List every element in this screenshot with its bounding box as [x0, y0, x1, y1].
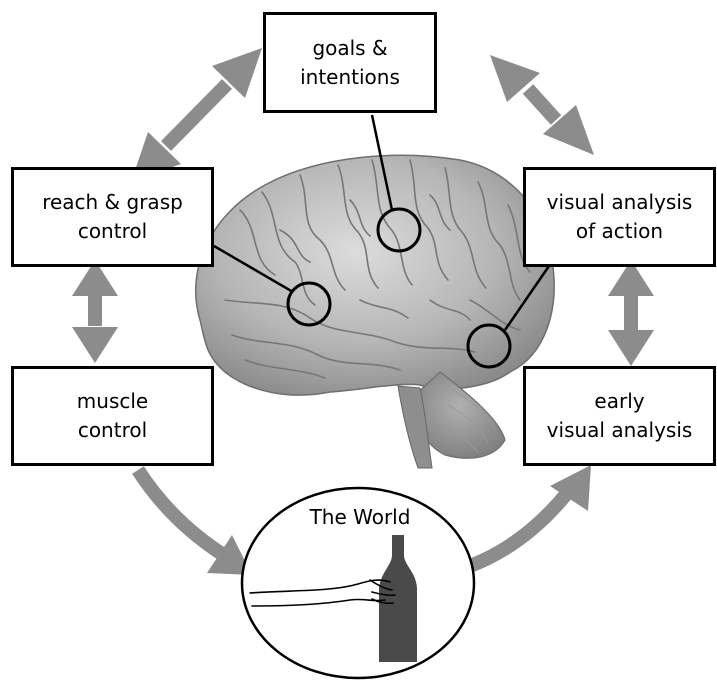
brain-illustration [195, 154, 555, 469]
early-box-line2: visual analysis [546, 418, 693, 442]
early-visual-analysis-box: early visual analysis [523, 366, 716, 466]
reach-box-line1: reach & grasp [42, 190, 183, 214]
early-box-line1: early [594, 389, 645, 413]
arrow-visual-early [608, 260, 654, 366]
region-marker-reach [213, 244, 332, 327]
arrow-goals-visual [490, 55, 594, 155]
region-marker-visual-action [466, 265, 551, 369]
goals-box-line2: intentions [300, 64, 400, 89]
muscle-box-line1: muscle [76, 389, 149, 413]
arrow-world-early [467, 465, 591, 573]
goals-box-line1: goals & [312, 35, 388, 60]
visual-action-line1: visual analysis [546, 190, 693, 214]
visual-analysis-action-box: visual analysis of action [523, 167, 716, 267]
reach-box-line2: control [77, 219, 148, 243]
muscle-control-box: muscle control [11, 366, 214, 466]
arrow-muscle-world [132, 466, 252, 575]
bottle-icon [379, 535, 417, 662]
goals-intentions-box: goals & intentions [263, 12, 437, 113]
hand-arm-icon [249, 579, 396, 607]
muscle-box-line2: control [77, 418, 148, 442]
reach-grasp-box: reach & grasp control [11, 167, 214, 267]
world-label: The World [309, 505, 411, 529]
arrow-reach-muscle [72, 260, 118, 363]
region-marker-goals [370, 114, 422, 253]
arrow-goals-reach [131, 48, 262, 182]
visual-action-line2: of action [575, 219, 664, 243]
